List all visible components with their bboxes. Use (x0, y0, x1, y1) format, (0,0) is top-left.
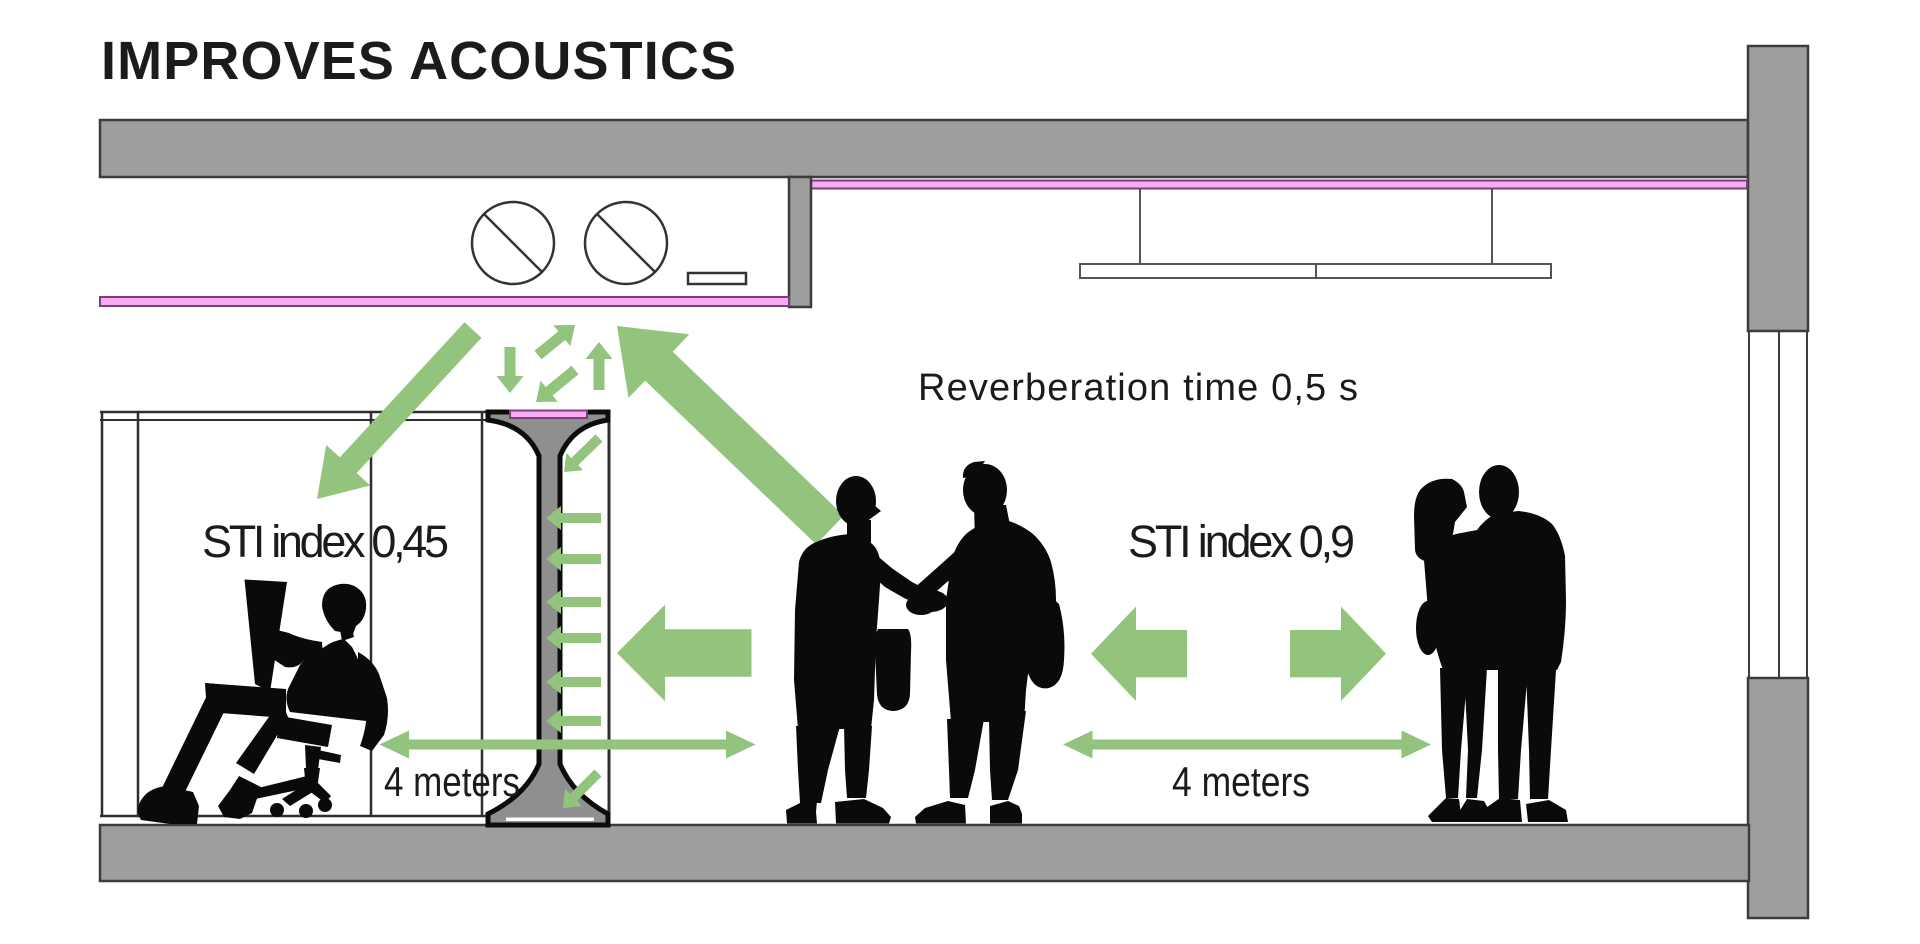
svg-text:4 meters: 4 meters (384, 758, 520, 805)
svg-text:4 meters: 4 meters (1172, 758, 1310, 805)
svg-text:STI index 0,9: STI index 0,9 (1128, 516, 1355, 567)
svg-text:STI index 0,45: STI index 0,45 (202, 516, 449, 567)
svg-text:Reverberation time 0,5 s: Reverberation time 0,5 s (918, 367, 1358, 409)
svg-text:IMPROVES ACOUSTICS: IMPROVES ACOUSTICS (101, 31, 736, 91)
